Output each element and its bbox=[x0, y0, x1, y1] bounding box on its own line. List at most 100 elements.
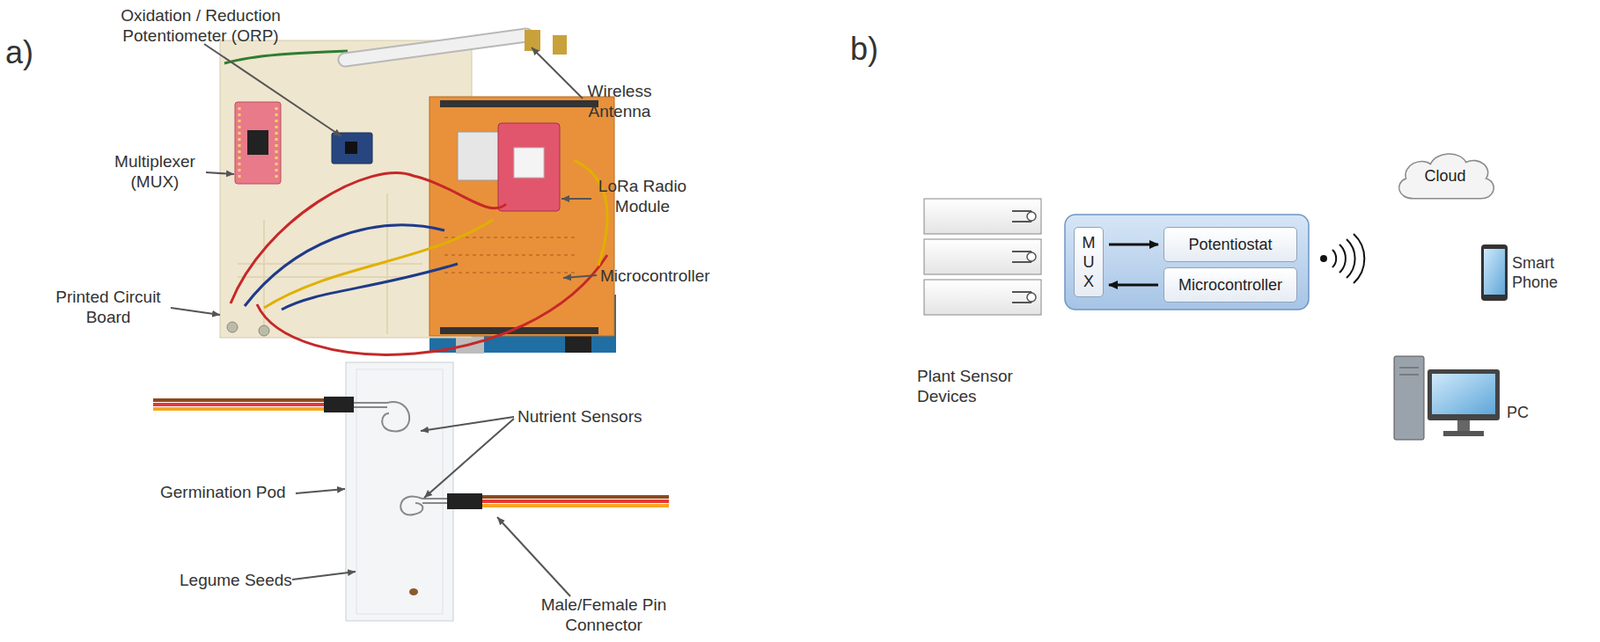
leader-arrows bbox=[205, 172, 235, 175]
germination-pod-photo bbox=[356, 369, 443, 615]
part-label: Germination Pod bbox=[160, 482, 310, 503]
smart-phone-icon bbox=[1483, 249, 1505, 295]
photo-board bbox=[264, 220, 493, 309]
pc-icon bbox=[1457, 420, 1470, 432]
part-label: Smart Phone bbox=[1511, 253, 1574, 293]
wireless-symbol bbox=[1320, 255, 1328, 263]
plant-sensor-stack bbox=[924, 198, 1042, 235]
photo-board bbox=[331, 132, 373, 164]
photo-board bbox=[498, 123, 560, 212]
wireless-symbol bbox=[1332, 249, 1336, 268]
photo-board bbox=[234, 102, 281, 184]
photo-board bbox=[552, 35, 567, 55]
photo-board bbox=[429, 96, 615, 337]
photo-board bbox=[244, 225, 445, 307]
process-box: Potentiostat bbox=[1163, 227, 1298, 263]
leader-arrows bbox=[531, 47, 583, 99]
process-box: MUX bbox=[1073, 227, 1104, 298]
part-label: a) bbox=[5, 33, 67, 72]
node-text: Cloud bbox=[1423, 167, 1466, 186]
pc-icon bbox=[1443, 431, 1484, 437]
leader-arrows bbox=[204, 44, 342, 137]
photo-board bbox=[224, 51, 348, 64]
photo-board bbox=[513, 147, 544, 178]
pc-icon bbox=[1427, 369, 1500, 421]
photo-board bbox=[227, 322, 238, 333]
part-label: b) bbox=[850, 29, 912, 68]
plant-sensor-stack bbox=[924, 239, 1042, 275]
germination-pod-photo bbox=[479, 495, 669, 500]
wireless-symbol bbox=[1346, 239, 1356, 279]
leader-arrows bbox=[420, 417, 514, 432]
plant-sensor-stack bbox=[924, 198, 1042, 316]
smart-phone-icon bbox=[1481, 244, 1508, 301]
photo-board bbox=[230, 173, 507, 304]
wireless-symbol bbox=[1353, 234, 1365, 284]
photo-board bbox=[258, 325, 270, 337]
germination-pod-photo bbox=[400, 496, 448, 515]
photo-board bbox=[573, 160, 608, 266]
photo-board bbox=[237, 193, 423, 335]
germination-pod-photo bbox=[447, 493, 483, 510]
pc-icon bbox=[1394, 356, 1424, 441]
part-label: Printed Circuit Board bbox=[33, 286, 184, 328]
leader-arrows bbox=[170, 308, 221, 316]
germination-pod-photo bbox=[409, 588, 419, 596]
flow-arrow bbox=[1108, 284, 1159, 287]
pc-icon bbox=[1394, 356, 1500, 441]
photo-board bbox=[220, 29, 617, 355]
part-label: Oxidation / Reduction Potentiometer (ORP… bbox=[95, 5, 307, 46]
photo-board bbox=[457, 132, 502, 181]
device-enclosure bbox=[1064, 214, 1309, 310]
part-label: Male/Female Pin Connector bbox=[528, 594, 680, 636]
part-label: Wireless Antenna bbox=[573, 80, 666, 122]
photo-board bbox=[344, 35, 527, 60]
pc-icon bbox=[1431, 374, 1496, 415]
germination-pod-photo bbox=[479, 504, 669, 508]
photo-board bbox=[444, 237, 577, 273]
germination-pod-photo bbox=[479, 499, 669, 504]
leader-arrows bbox=[292, 572, 356, 580]
wireless-symbol bbox=[1320, 234, 1365, 284]
photo-board bbox=[239, 107, 277, 178]
leader-arrows bbox=[497, 517, 571, 597]
germination-pod-photo bbox=[153, 403, 328, 407]
node-text: Potentiostat bbox=[1188, 235, 1272, 255]
part-label: Microcontroller bbox=[600, 265, 750, 287]
part-label: Legume Seeds bbox=[179, 570, 312, 591]
node-text: MUX bbox=[1081, 233, 1096, 292]
cloud-shape: Cloud bbox=[1390, 147, 1500, 205]
leader-arrows bbox=[170, 44, 597, 597]
cloud-outline bbox=[1399, 154, 1495, 199]
leader-arrows bbox=[295, 489, 345, 494]
part-label: Multiplexer (MUX) bbox=[102, 151, 208, 192]
flow-arrow bbox=[1108, 243, 1159, 247]
photo-board bbox=[247, 130, 269, 155]
germination-pod-photo bbox=[153, 407, 328, 412]
wireless-symbol bbox=[1339, 244, 1346, 273]
node-text: Microcontroller bbox=[1178, 276, 1283, 295]
photo-board bbox=[344, 141, 358, 155]
germination-pod-photo bbox=[323, 396, 354, 413]
part-label: Plant Sensor Devices bbox=[917, 366, 1027, 407]
germination-pod-photo bbox=[153, 398, 328, 403]
process-box: Microcontroller bbox=[1163, 267, 1298, 303]
photo-board bbox=[440, 100, 599, 108]
part-label: PC bbox=[1506, 403, 1551, 423]
photo-board bbox=[256, 255, 608, 355]
plant-sensor-stack bbox=[1027, 212, 1036, 221]
photo-board bbox=[344, 35, 527, 60]
plant-sensor-stack bbox=[1027, 252, 1036, 262]
germination-pod-photo bbox=[153, 362, 669, 622]
plant-sensor-stack bbox=[924, 279, 1042, 316]
photo-board bbox=[281, 264, 458, 310]
germination-pod-photo bbox=[345, 362, 454, 622]
leader-arrows bbox=[563, 275, 597, 279]
leader-arrows bbox=[561, 198, 592, 200]
part-label: LoRa Radio Module bbox=[587, 176, 698, 217]
smart-phone-icon bbox=[1481, 244, 1508, 301]
plant-sensor-stack bbox=[1027, 293, 1036, 302]
